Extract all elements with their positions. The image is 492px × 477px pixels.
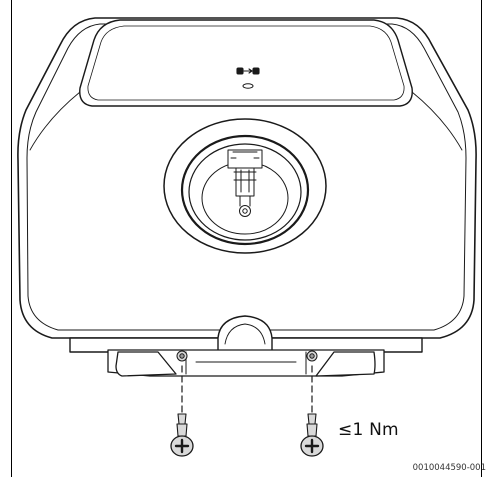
mounting-plate-foot-right [315,351,376,377]
frame-left-rule [11,0,12,477]
screw-icon [170,413,194,457]
figure-id-label: 0010044590-001 [412,463,486,473]
lock-unlock-symbol-icon [236,67,260,89]
screw-hole-right [306,350,318,362]
housing-crease-left [29,91,81,151]
socket-recess-ring [180,134,310,246]
lid-panel [79,19,413,107]
housing-crease-right [411,91,463,151]
latch-mechanism [227,149,263,217]
torque-spec-label: ≤1 Nm [338,420,399,440]
housing-inner-edge [26,23,467,331]
cable-entry-notch-inner [224,323,266,345]
lid-panel-inner [87,25,405,101]
screw-hole-left [176,350,188,362]
socket-recess-ring-inner [188,143,302,241]
frame-right-rule [481,0,482,477]
screw-icon [300,413,324,457]
cable-entry-notch [217,315,273,353]
mounting-plate-foot-left [115,351,177,377]
